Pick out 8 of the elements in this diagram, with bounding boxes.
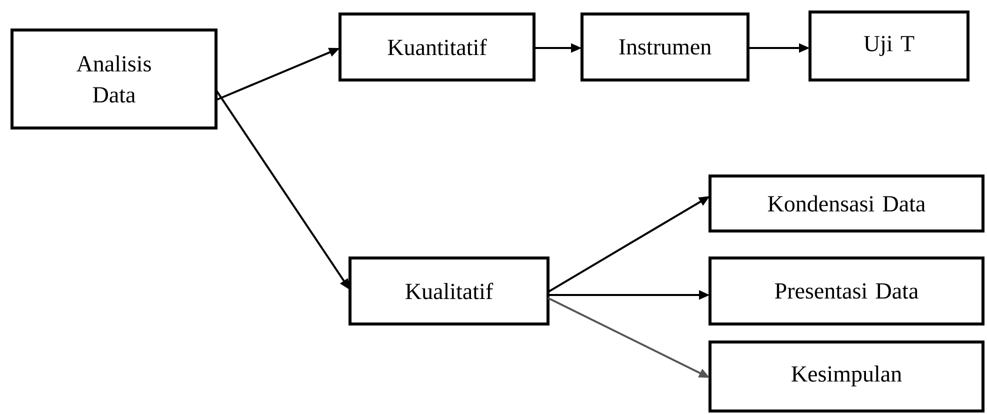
process-box: Kesimpulan — [708, 340, 984, 412]
process-box: Kondensasi Data — [708, 174, 984, 232]
process-box: Kualitatif — [348, 256, 550, 326]
process-box: Analisis Data — [10, 28, 218, 130]
process-box: Instrumen — [580, 12, 750, 82]
process-box: Uji T — [808, 10, 970, 82]
process-box: Presentasi Data — [708, 256, 984, 326]
process-box: Kuantitatif — [338, 12, 536, 82]
